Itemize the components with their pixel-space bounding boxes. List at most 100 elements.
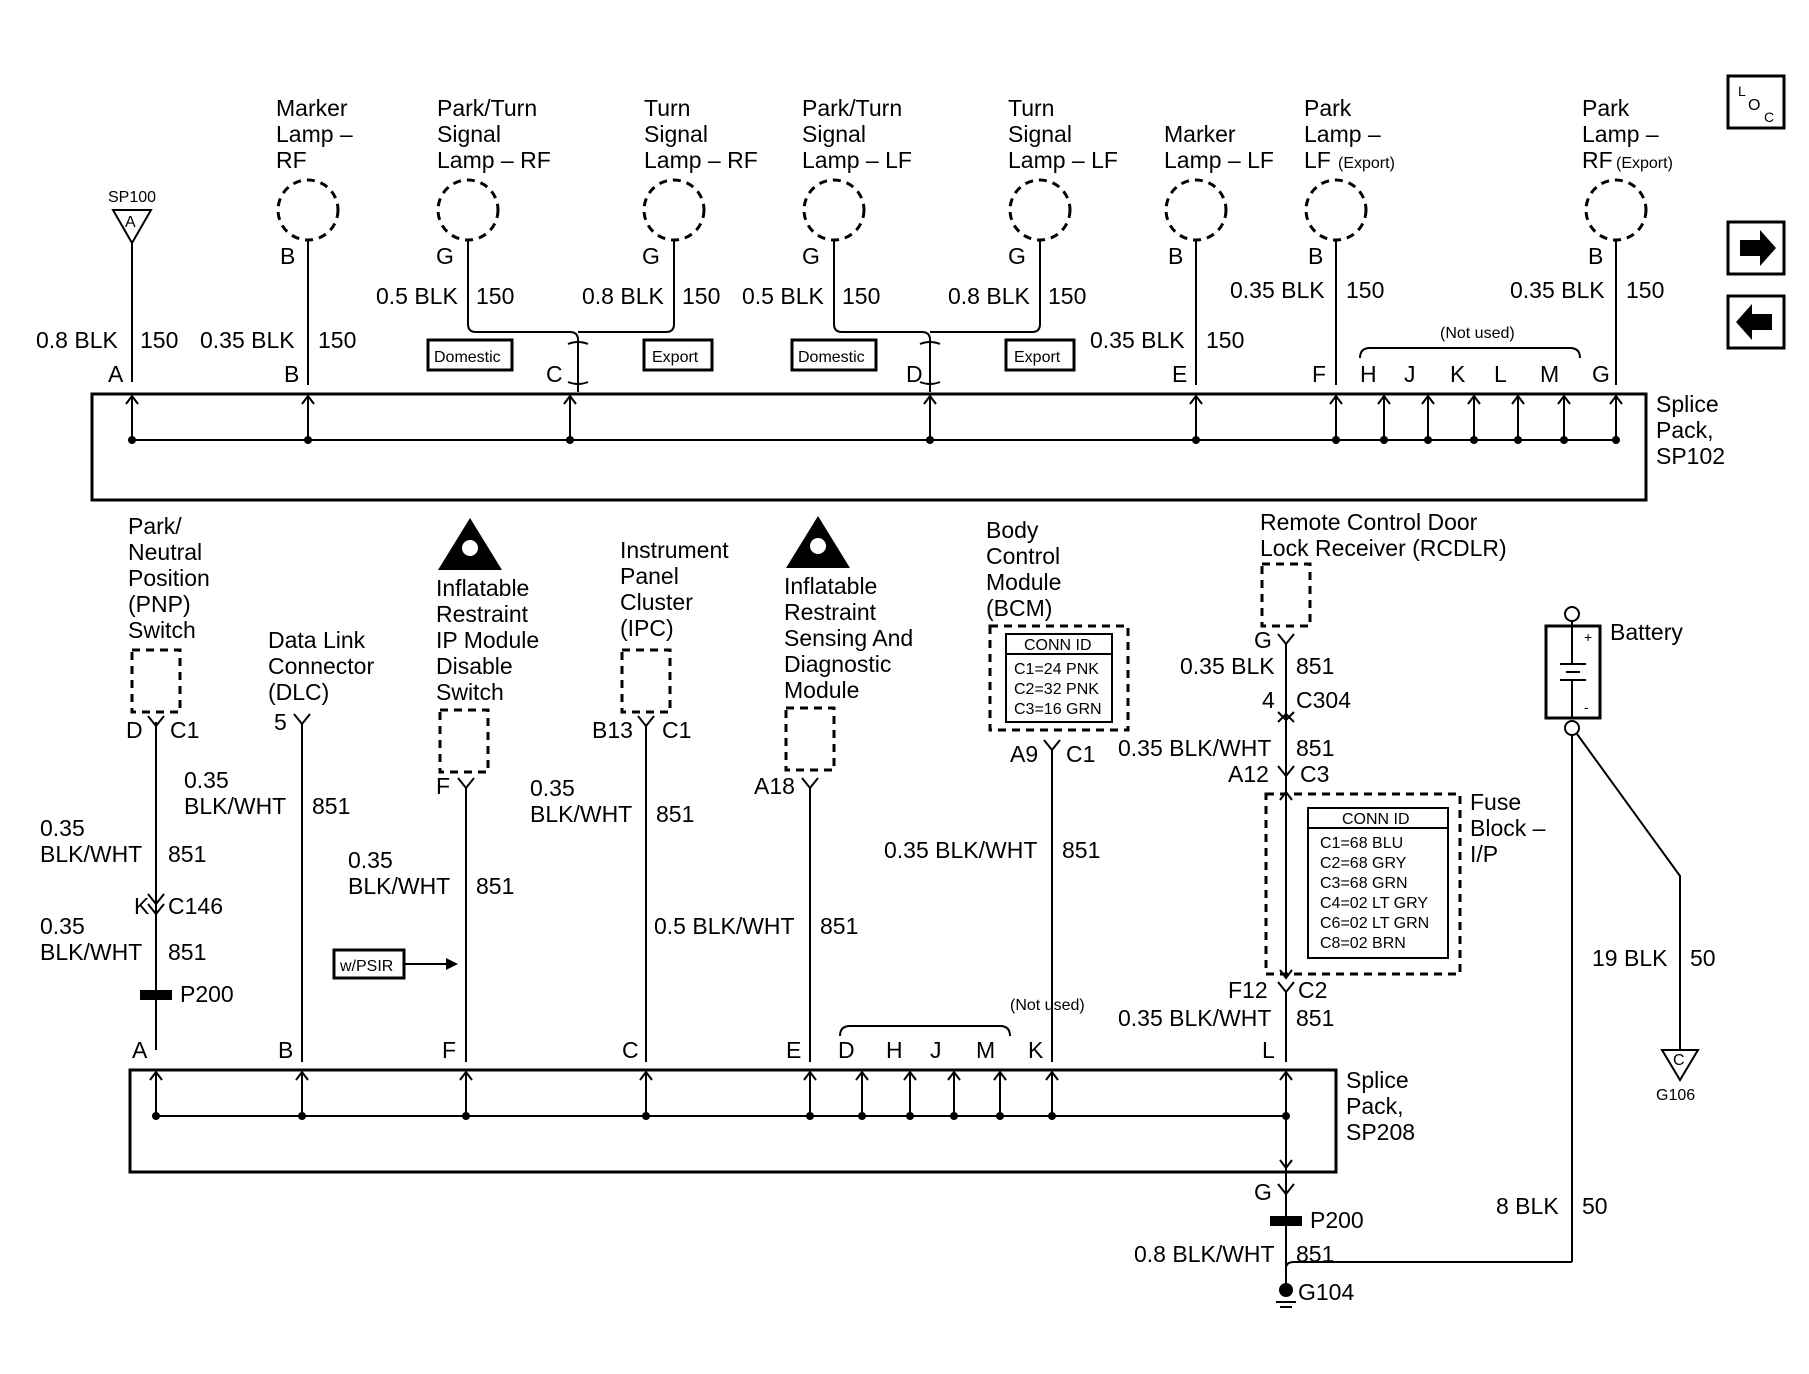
svg-text:19 BLK: 19 BLK (1592, 945, 1668, 971)
svg-text:D: D (126, 717, 143, 743)
sp102-pin-label: M (1540, 361, 1559, 387)
sp208-pin-label: E (786, 1037, 801, 1063)
svg-text:C3=68 GRN: C3=68 GRN (1320, 875, 1408, 892)
svg-text:O: O (1748, 97, 1760, 114)
sp102-pin (301, 394, 315, 440)
sp208-pin-label: M (976, 1037, 995, 1063)
svg-text:C2=32 PNK: C2=32 PNK (1014, 681, 1099, 698)
svg-text:0.35 BLK: 0.35 BLK (200, 327, 295, 353)
sp102-pin (1189, 394, 1203, 440)
sp102-pin-label: D (906, 361, 923, 387)
sp102-pin (923, 394, 937, 440)
sp208-pin (803, 1070, 817, 1116)
svg-text:0.5 BLK/WHT: 0.5 BLK/WHT (654, 913, 795, 939)
svg-text:G: G (1008, 243, 1026, 269)
sp208-pin (295, 1070, 309, 1116)
svg-text:(Not used): (Not used) (1440, 325, 1515, 342)
sp208-pin-label: H (886, 1037, 903, 1063)
svg-text:C2: C2 (1298, 977, 1327, 1003)
svg-text:CONN ID: CONN ID (1024, 637, 1092, 654)
svg-text:w/PSIR: w/PSIR (339, 958, 393, 975)
svg-text:G: G (802, 243, 820, 269)
sp102-pin (1557, 394, 1571, 440)
sp208-pin (149, 1070, 163, 1116)
svg-text:851: 851 (1296, 1241, 1334, 1267)
svg-text:L: L (1738, 83, 1746, 99)
sp208-pin (993, 1070, 1007, 1116)
svg-text:0.35 BLK/WHT: 0.35 BLK/WHT (1118, 735, 1271, 761)
sp102-pin-label: B (284, 361, 299, 387)
prev-page-button[interactable] (1726, 294, 1786, 350)
svg-text:G: G (1254, 627, 1272, 653)
svg-text:0.35 BLK/WHT: 0.35 BLK/WHT (884, 837, 1037, 863)
svg-text:G: G (642, 243, 660, 269)
svg-text:851: 851 (476, 873, 514, 899)
svg-text:0.8 BLK: 0.8 BLK (36, 327, 118, 353)
svg-text:0.35 BLK: 0.35 BLK (1180, 653, 1275, 679)
svg-text:0.35 BLK: 0.35 BLK (1510, 277, 1605, 303)
sp208-pin-label: B (278, 1037, 293, 1063)
sp208-pin (459, 1070, 473, 1116)
svg-text:C: C (1764, 109, 1774, 125)
svg-text:150: 150 (842, 283, 880, 309)
arrow-left-icon (1736, 304, 1772, 340)
svg-text:150: 150 (1346, 277, 1384, 303)
not-used-bracket-top: (Not used) (1359, 240, 1617, 385)
svg-text:B: B (1308, 243, 1323, 269)
svg-text:5: 5 (274, 709, 287, 735)
svg-text:P200: P200 (180, 981, 234, 1007)
svg-text:8 BLK: 8 BLK (1496, 1193, 1559, 1219)
sp102-pin (563, 394, 577, 440)
next-page-button[interactable] (1726, 220, 1786, 276)
svg-text:851: 851 (1296, 1005, 1334, 1031)
sp102-pin (1421, 394, 1435, 440)
sp208-pin (1279, 1070, 1293, 1116)
sp208-pin (639, 1070, 653, 1116)
sp208-pin-label: K (1028, 1037, 1044, 1063)
svg-text:C1=24 PNK: C1=24 PNK (1014, 661, 1099, 678)
svg-text:50: 50 (1690, 945, 1716, 971)
svg-text:150: 150 (1048, 283, 1086, 309)
svg-text:851: 851 (312, 793, 350, 819)
sp208-pin (855, 1070, 869, 1116)
sp208-pin-label: A (132, 1037, 148, 1063)
sp102-pin (1377, 394, 1391, 440)
svg-text:851: 851 (168, 841, 206, 867)
loc-icon[interactable]: L O C (1726, 74, 1786, 130)
svg-text:F: F (436, 773, 450, 799)
svg-text:CONN ID: CONN ID (1342, 811, 1410, 828)
sp208-pin (1045, 1070, 1059, 1116)
svg-text:C1: C1 (662, 717, 691, 743)
svg-text:B: B (1588, 243, 1603, 269)
sp208-pin-label: C (622, 1037, 639, 1063)
svg-text:F12: F12 (1228, 977, 1268, 1003)
svg-text:P200: P200 (1310, 1207, 1364, 1233)
svg-text:0.35 BLK: 0.35 BLK (1230, 277, 1325, 303)
g106-ground: C G106 (1656, 1049, 1700, 1104)
sp102-pin (1467, 394, 1481, 440)
svg-text:A: A (125, 214, 136, 231)
svg-text:B13: B13 (592, 717, 633, 743)
